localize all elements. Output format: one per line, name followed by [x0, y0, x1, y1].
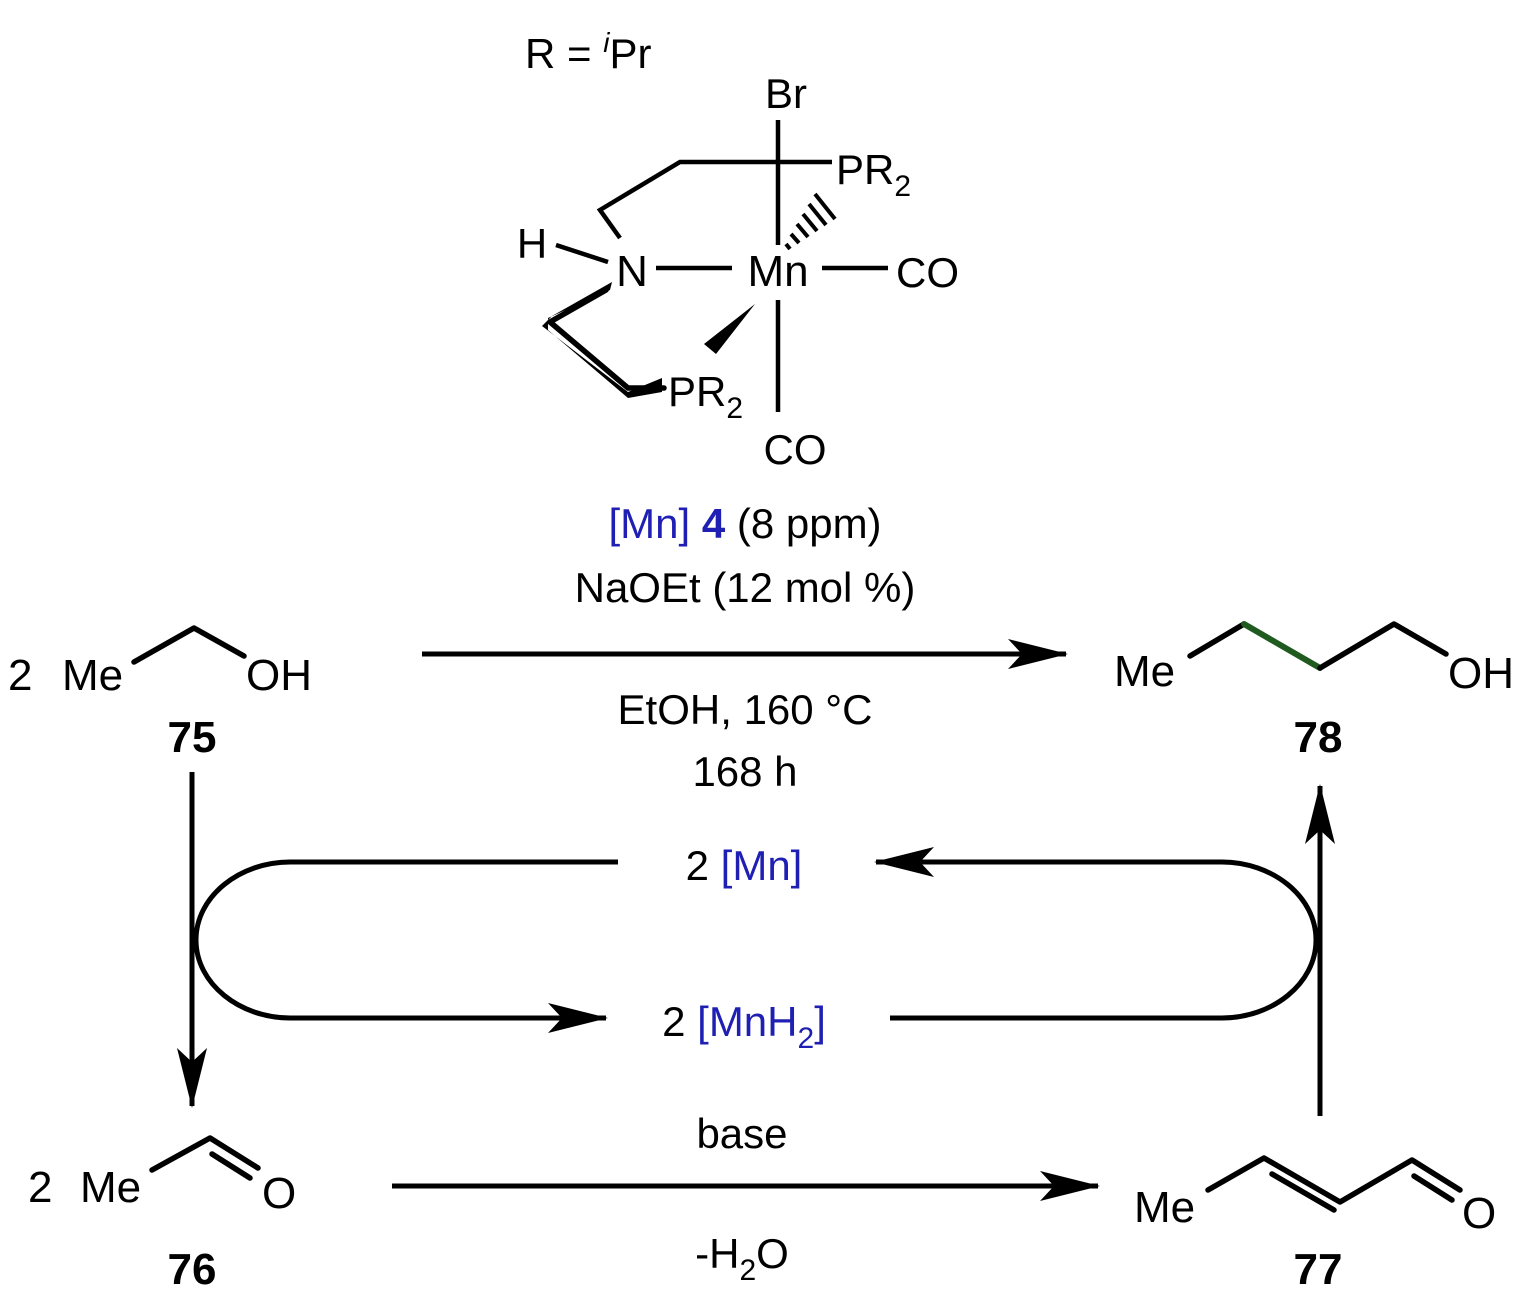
compound-77-crotonaldehyde: Me O 77	[1134, 1155, 1496, 1294]
reaction-conditions: [Mn] 4 (8 ppm) NaOEt (12 mol %) EtOH, 16…	[575, 500, 916, 795]
aldol-base-label: base	[696, 1110, 787, 1157]
crotonaldehyde-oxygen-label: O	[1462, 1189, 1496, 1238]
compound-76-acetaldehyde: 2 Me O 76	[28, 1135, 296, 1294]
compound-number-76: 76	[168, 1245, 217, 1294]
mn-p-hashed-bond	[784, 192, 837, 251]
mn-p-wedge-bond	[704, 304, 755, 354]
solvent-temperature-line: EtOH, 160 °C	[618, 686, 873, 733]
acetaldehyde-methyl-label: Me	[80, 1163, 141, 1212]
ethanol-methyl-label: Me	[62, 651, 123, 700]
manganese-center-label: Mn	[747, 247, 808, 296]
ethanol-hydroxyl-label: OH	[246, 651, 312, 700]
aldol-condensation-step: base -H2O	[392, 1110, 1100, 1287]
crotonaldehyde-methyl-label: Me	[1134, 1183, 1195, 1232]
butanol-hydroxyl-label: OH	[1448, 649, 1514, 698]
nitrogen-label: N	[616, 247, 648, 296]
compound-number-75: 75	[168, 713, 217, 762]
bromide-ligand-label: Br	[765, 70, 807, 117]
catalyst-loading-line: [Mn] 4 (8 ppm)	[608, 500, 881, 547]
bottom-ethylene-arm	[547, 287, 667, 391]
crotonaldehyde-carbonyl-double-bond	[1411, 1173, 1455, 1203]
carbonyl-right-label: CO	[896, 249, 959, 296]
base-loading-line: NaOEt (12 mol %)	[575, 564, 916, 611]
top-ethylene-arm	[596, 159, 832, 240]
n-h-bond	[555, 242, 609, 265]
crotonaldehyde-skeleton	[1205, 1155, 1463, 1205]
bottom-ethylene-arm-wedge	[542, 282, 662, 398]
phosphine-bottom-label: PR2	[668, 368, 743, 425]
mn-pincer-catalyst-structure: R = iPr Br Mn N H PR2 PR2 CO CO	[517, 27, 959, 473]
mn-dihydride-label: 2 [MnH2]	[662, 998, 826, 1055]
water-loss-label: -H2O	[695, 1230, 789, 1287]
compound-number-78: 78	[1294, 713, 1343, 762]
acetaldehyde-oxygen-label: O	[262, 1169, 296, 1218]
reaction-time-line: 168 h	[692, 748, 797, 795]
mn-species-label: 2 [Mn]	[686, 842, 803, 889]
r-group-definition: R = iPr	[525, 27, 651, 77]
crotonaldehyde-cc-double-bond	[1269, 1171, 1337, 1213]
left-cycle-arc	[193, 859, 618, 1033]
butanol-bond-1	[1187, 621, 1247, 659]
acetaldehyde-skeleton	[149, 1135, 261, 1173]
butanol-new-cc-bond	[1241, 621, 1323, 671]
compound-78-butanol: Me OH 78	[1114, 621, 1514, 762]
phosphine-top-label: PR2	[836, 146, 911, 203]
ethanol-coefficient: 2	[8, 651, 32, 700]
right-cycle-arc	[874, 847, 1319, 1021]
compound-number-77: 77	[1294, 1245, 1343, 1294]
compound-75-ethanol: 2 Me OH 75	[8, 625, 312, 762]
butanol-bond-3	[1317, 621, 1449, 671]
butanol-methyl-label: Me	[1114, 647, 1175, 696]
acetaldehyde-coefficient: 2	[28, 1163, 52, 1212]
hydrogen-borrowing-cycle: 2 [Mn] 2 [MnH2]	[177, 772, 1335, 1116]
acetaldehyde-carbonyl-double-bond	[209, 1151, 253, 1181]
carbonyl-bottom-label: CO	[764, 426, 827, 473]
nh-hydrogen-label: H	[517, 220, 547, 267]
ethanol-skeleton	[131, 625, 247, 665]
